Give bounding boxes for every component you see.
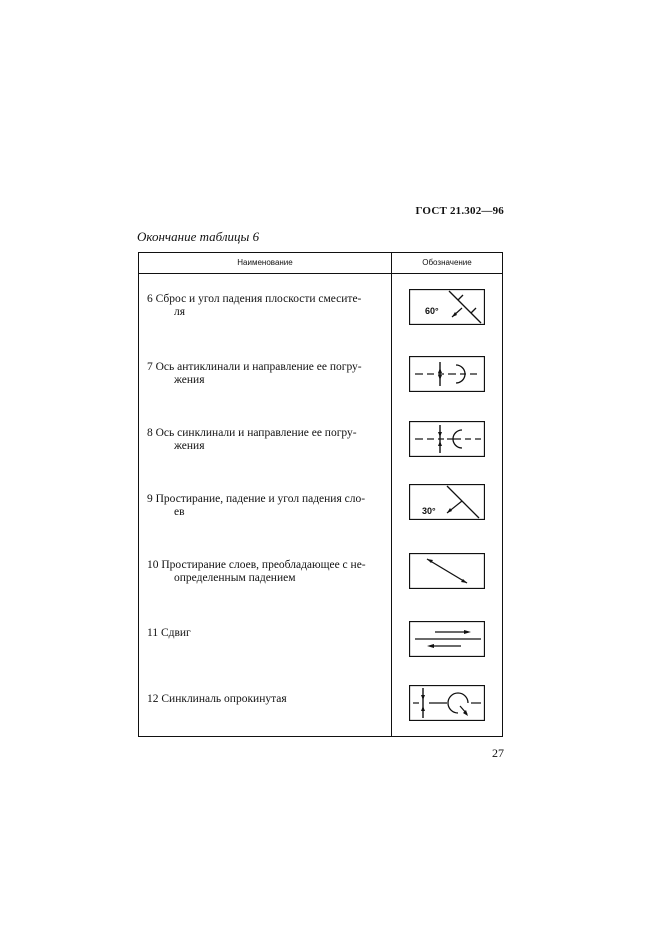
table-header	[139, 253, 502, 274]
page-number: 27	[492, 746, 504, 760]
row-text-line2: жения	[174, 440, 205, 452]
row-text-line1: 8 Ось синклинали и направление ее погру-	[147, 427, 357, 439]
legend-table: Наименование Обозначение 6 Сброс и угол …	[138, 252, 503, 737]
row-text-line2: ля	[174, 306, 186, 318]
row-text-line1: 9 Простирание, падение и угол падения сл…	[147, 493, 366, 505]
row-text-line1: 7 Ось антиклинали и направление ее погру…	[147, 361, 362, 373]
column-divider	[391, 253, 392, 736]
syncline-axis-icon	[409, 421, 485, 457]
table-caption: Окончание таблицы 6	[137, 229, 260, 244]
doc-code: ГОСТ 21.302—96	[415, 205, 504, 217]
strike-undefined-dip-icon	[409, 553, 485, 589]
anticline-axis-icon	[409, 356, 485, 392]
fault-dip-icon: 60°	[409, 289, 485, 325]
row-text-line1: 12 Синклиналь опрокинутая	[147, 693, 287, 705]
row-text-line2: ев	[174, 506, 185, 518]
strike-dip-icon: 30°	[409, 484, 485, 520]
dip-angle-label: 60°	[425, 306, 439, 316]
table-row-name: 6 Сброс и угол падения плоскости смесите…	[147, 293, 385, 319]
overturned-syncline-icon	[409, 685, 485, 721]
table-row-name: 9 Простирание, падение и угол падения сл…	[147, 493, 385, 519]
table-row-name: 7 Ось антиклинали и направление ее погру…	[147, 361, 385, 387]
table-row-name: 12 Синклиналь опрокинутая	[147, 693, 385, 706]
row-text-line1: 10 Простирание слоев, преобладающее с не…	[147, 559, 366, 571]
header-symbol: Обозначение	[422, 258, 472, 267]
table-row-name: 10 Простирание слоев, преобладающее с не…	[147, 559, 385, 585]
shift-icon	[409, 621, 485, 657]
table-row-name: 11 Сдвиг	[147, 627, 385, 640]
row-text-line2: жения	[174, 374, 205, 386]
header-name: Наименование	[237, 258, 293, 267]
row-text-line1: 6 Сброс и угол падения плоскости смесите…	[147, 293, 362, 305]
dip-angle-label: 30°	[422, 506, 436, 516]
row-text-line2: определенным падением	[174, 572, 296, 584]
row-text-line1: 11 Сдвиг	[147, 627, 191, 639]
table-row-name: 8 Ось синклинали и направление ее погру-…	[147, 427, 385, 453]
